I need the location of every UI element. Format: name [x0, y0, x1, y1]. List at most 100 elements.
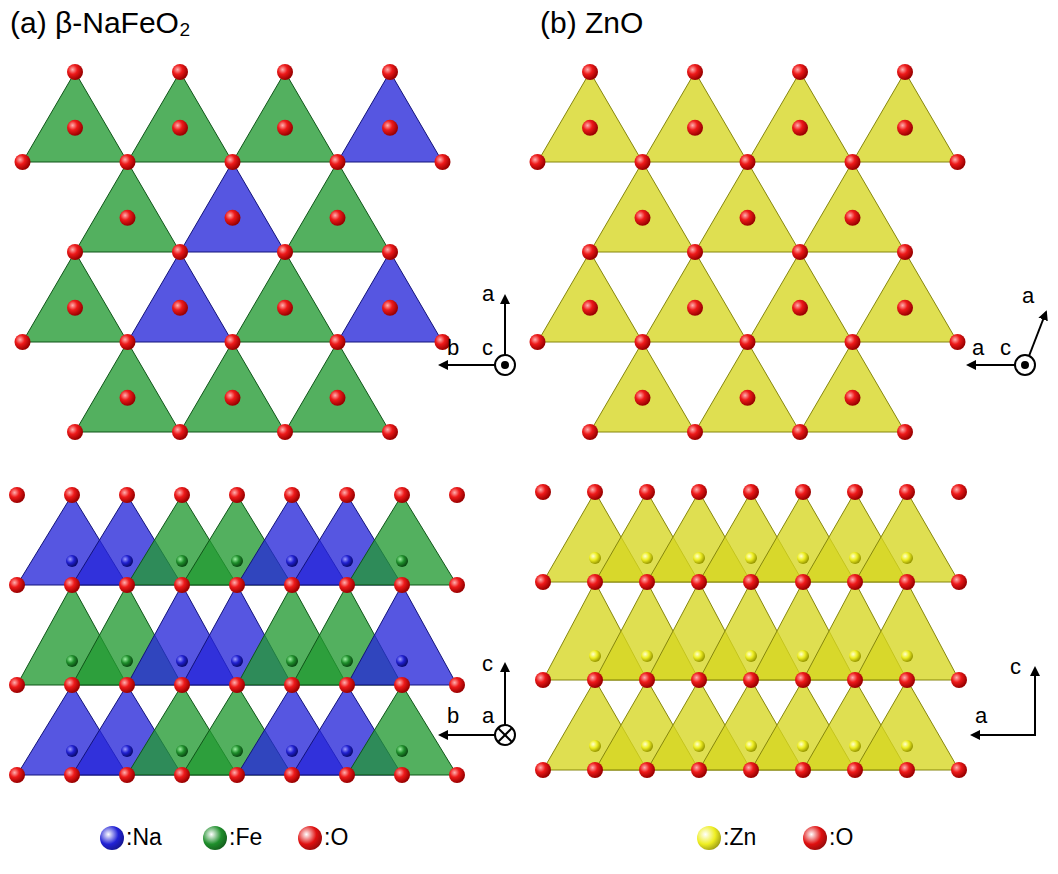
oxygen-atom — [394, 577, 410, 593]
oxygen-atom — [174, 577, 190, 593]
oxygen-atom — [120, 334, 136, 350]
metal-atom — [66, 745, 78, 757]
oxygen-atom — [899, 484, 915, 500]
oxygen-atom — [582, 120, 598, 136]
metal-atom — [341, 655, 353, 667]
oxygen-atom — [795, 672, 811, 688]
oxygen-atom — [174, 677, 190, 693]
oxygen-atom — [899, 672, 915, 688]
oxygen-atom — [587, 672, 603, 688]
oxygen-atom — [587, 574, 603, 590]
oxygen-atom — [9, 487, 25, 503]
oxygen-atom — [635, 390, 651, 406]
axis-dot — [502, 362, 508, 368]
metal-atom — [589, 552, 601, 564]
legend-text: :Fe — [229, 825, 262, 850]
metal-atom — [745, 552, 757, 564]
oxygen-atom — [691, 762, 707, 778]
axis-label: c — [482, 336, 493, 360]
axis-cross — [498, 728, 512, 742]
legend-text: :O — [829, 825, 853, 850]
legend-swatch — [298, 826, 322, 850]
axis-arrow — [968, 364, 1015, 366]
tetrahedron — [538, 252, 643, 342]
metal-atom — [396, 745, 408, 757]
tetrahedron — [347, 685, 457, 775]
oxygen-atom — [284, 577, 300, 593]
metal-atom — [693, 552, 705, 564]
oxygen-atom — [225, 154, 241, 170]
tetrahedron — [853, 252, 958, 342]
oxygen-atom — [743, 672, 759, 688]
oxygen-atom — [845, 210, 861, 226]
oxygen-atom — [172, 64, 188, 80]
oxygen-atom — [119, 767, 135, 783]
tetrahedron — [75, 342, 180, 432]
oxygen-atom — [535, 672, 551, 688]
metal-atom — [176, 745, 188, 757]
oxygen-atom — [687, 300, 703, 316]
panel-title: (a) β-NaFeO₂ — [10, 6, 191, 39]
oxygen-atom — [67, 120, 83, 136]
tetrahedron — [75, 162, 180, 252]
oxygen-atom — [582, 424, 598, 440]
oxygen-atom — [229, 577, 245, 593]
axis-label: a — [972, 336, 984, 360]
metal-atom — [341, 555, 353, 567]
tetrahedron — [748, 252, 853, 342]
metal-atom — [693, 650, 705, 662]
axis-label: b — [447, 704, 459, 728]
legend-swatch — [203, 826, 227, 850]
tetrahedron — [855, 492, 959, 582]
metal-atom — [121, 555, 133, 567]
oxygen-atom — [530, 334, 546, 350]
oxygen-atom — [795, 484, 811, 500]
oxygen-atom — [229, 487, 245, 503]
metal-atom — [901, 650, 913, 662]
oxygen-atom — [792, 424, 808, 440]
metal-atom — [745, 650, 757, 662]
axis-arrow — [440, 734, 495, 736]
tetrahedron — [338, 72, 443, 162]
metal-atom — [641, 650, 653, 662]
oxygen-atom — [67, 64, 83, 80]
oxygen-atom — [951, 672, 967, 688]
metal-atom — [849, 552, 861, 564]
oxygen-atom — [535, 574, 551, 590]
axis-label: a — [482, 282, 494, 306]
metal-atom — [121, 655, 133, 667]
oxygen-atom — [339, 677, 355, 693]
oxygen-atom — [740, 154, 756, 170]
metal-atom — [589, 650, 601, 662]
oxygen-atom — [284, 677, 300, 693]
metal-atom — [231, 655, 243, 667]
axis-arrow — [972, 734, 1036, 736]
oxygen-atom — [449, 767, 465, 783]
oxygen-atom — [172, 120, 188, 136]
oxygen-atom — [635, 154, 651, 170]
oxygen-atom — [15, 334, 31, 350]
axis-label: b — [447, 336, 459, 360]
oxygen-atom — [394, 677, 410, 693]
tetrahedron — [643, 252, 748, 342]
oxygen-atom — [9, 577, 25, 593]
metal-atom — [286, 655, 298, 667]
metal-atom — [341, 745, 353, 757]
oxygen-atom — [394, 767, 410, 783]
oxygen-atom — [339, 767, 355, 783]
oxygen-atom — [67, 244, 83, 260]
oxygen-atom — [229, 677, 245, 693]
metal-atom — [641, 740, 653, 752]
oxygen-atom — [225, 390, 241, 406]
oxygen-atom — [277, 120, 293, 136]
oxygen-atom — [449, 577, 465, 593]
oxygen-atom — [225, 210, 241, 226]
oxygen-atom — [795, 574, 811, 590]
oxygen-atom — [449, 487, 465, 503]
axis-origin — [495, 725, 515, 745]
axis-arrow — [440, 364, 495, 366]
axis-glyphs — [440, 296, 1046, 745]
oxygen-atom — [951, 484, 967, 500]
oxygen-atom — [740, 390, 756, 406]
